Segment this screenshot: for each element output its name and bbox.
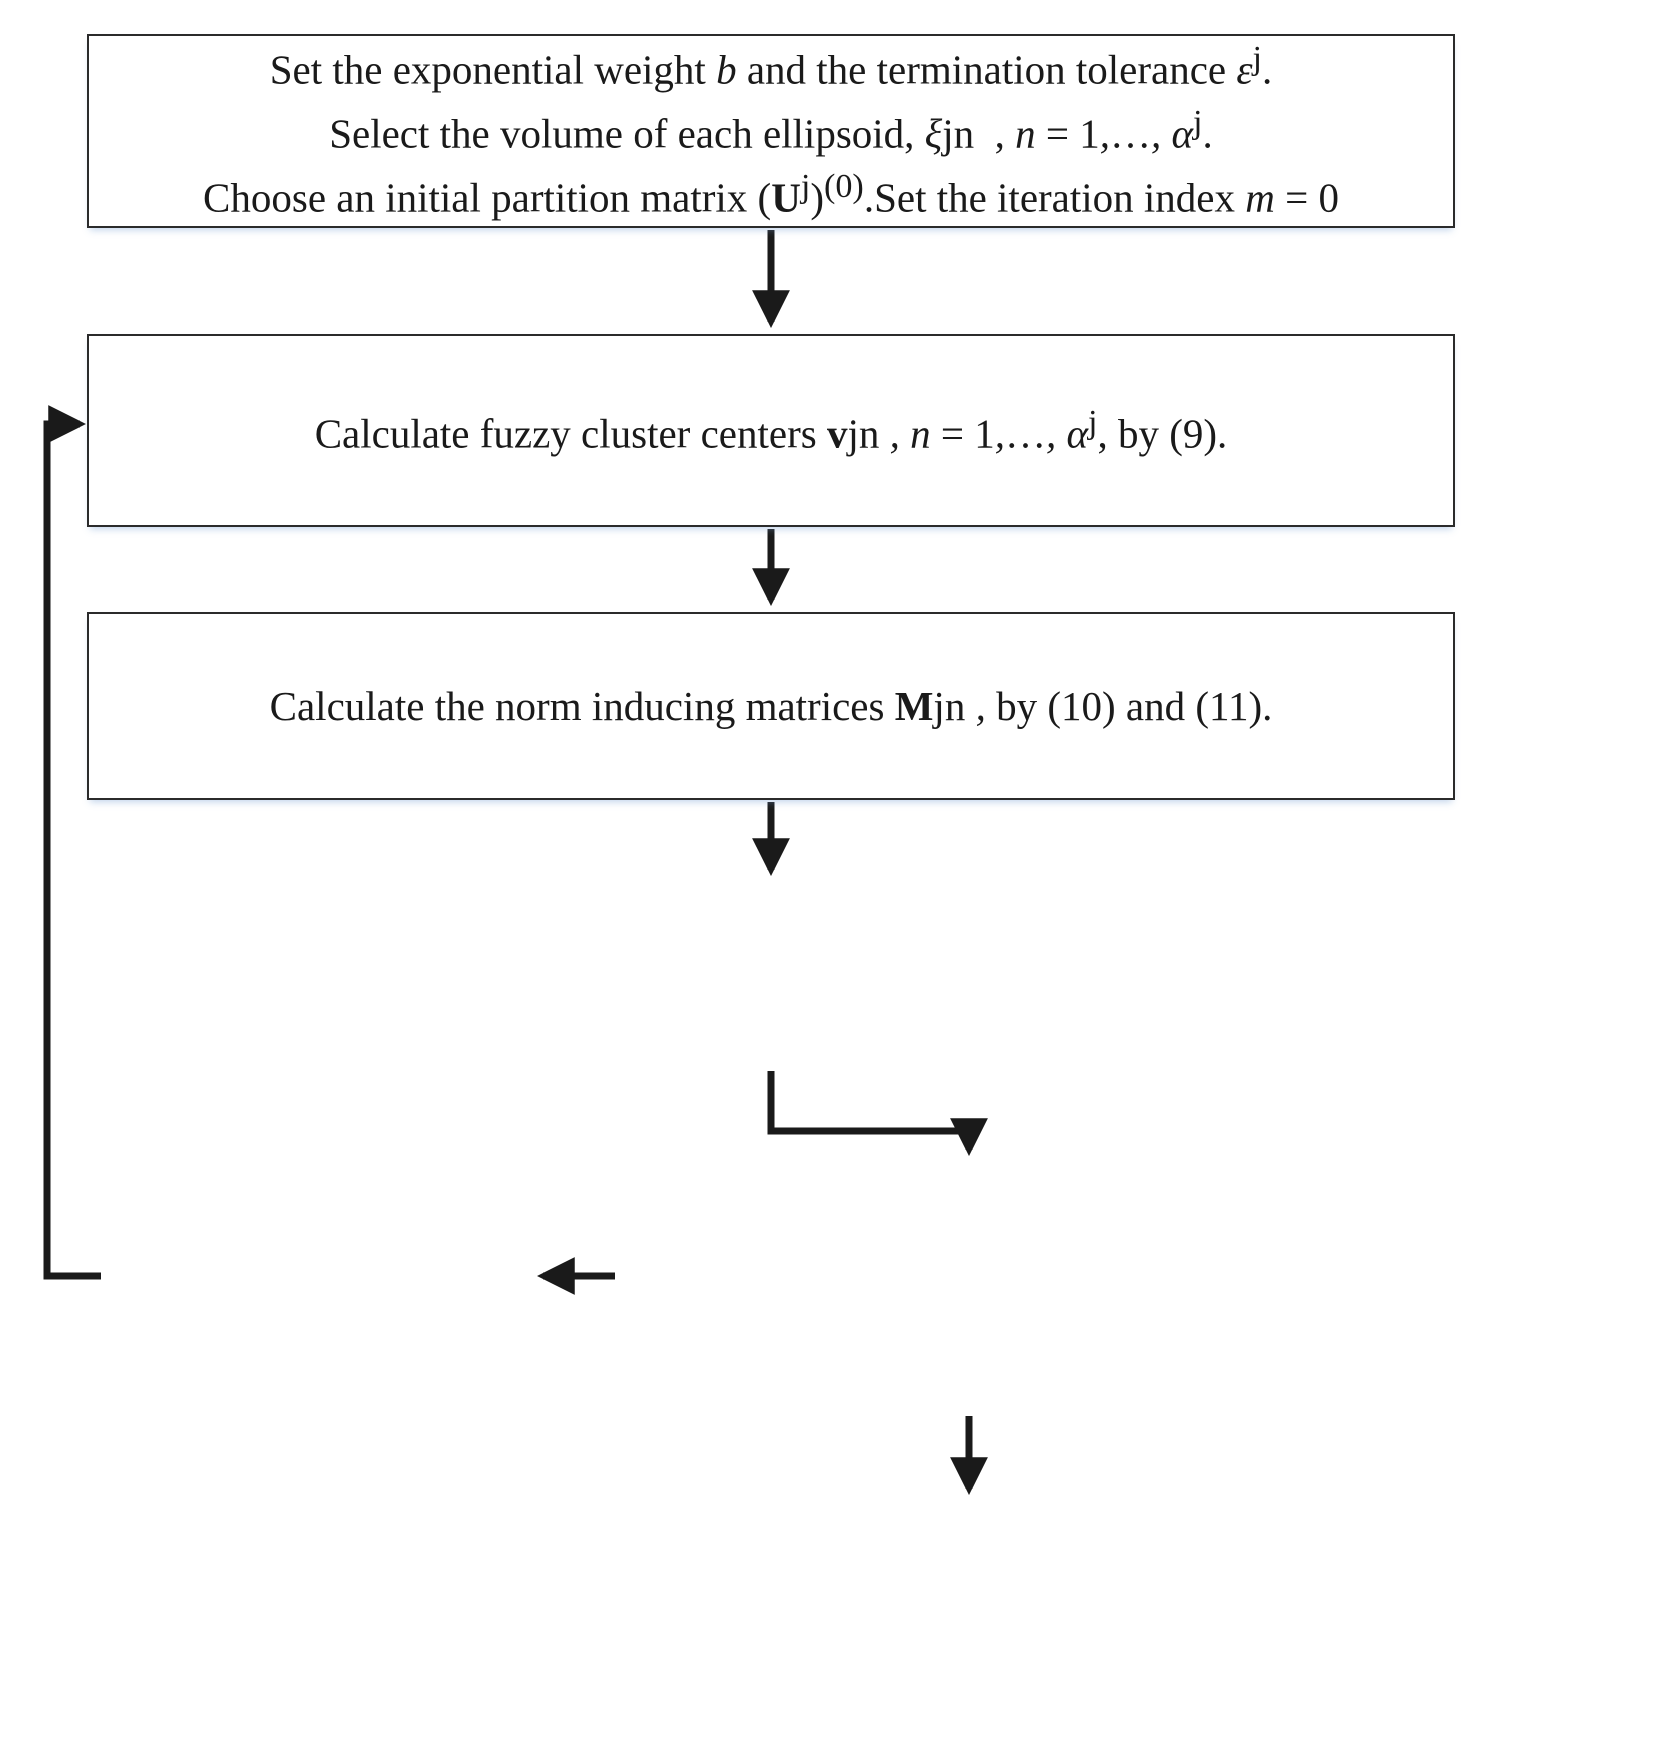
node-calculate-centers-label: Calculate fuzzy cluster centers vjn , n … [314, 403, 1228, 457]
node-initialize-label: Set the exponential weight b and the ter… [203, 40, 1339, 221]
node-calculate-norm-matrices[interactable]: Calculate the norm inducing matrices Mjn… [87, 612, 1455, 800]
node-initialize[interactable]: Set the exponential weight b and the ter… [87, 34, 1455, 228]
edge-setm-feedback-to-centers [43, 405, 101, 1280]
node-calculate-centers[interactable]: Calculate fuzzy cluster centers vjn , n … [87, 334, 1455, 527]
edge-update-to-decision [767, 1071, 988, 1157]
node-calculate-norm-matrices-label: Calculate the norm inducing matrices Mjn… [269, 682, 1273, 729]
